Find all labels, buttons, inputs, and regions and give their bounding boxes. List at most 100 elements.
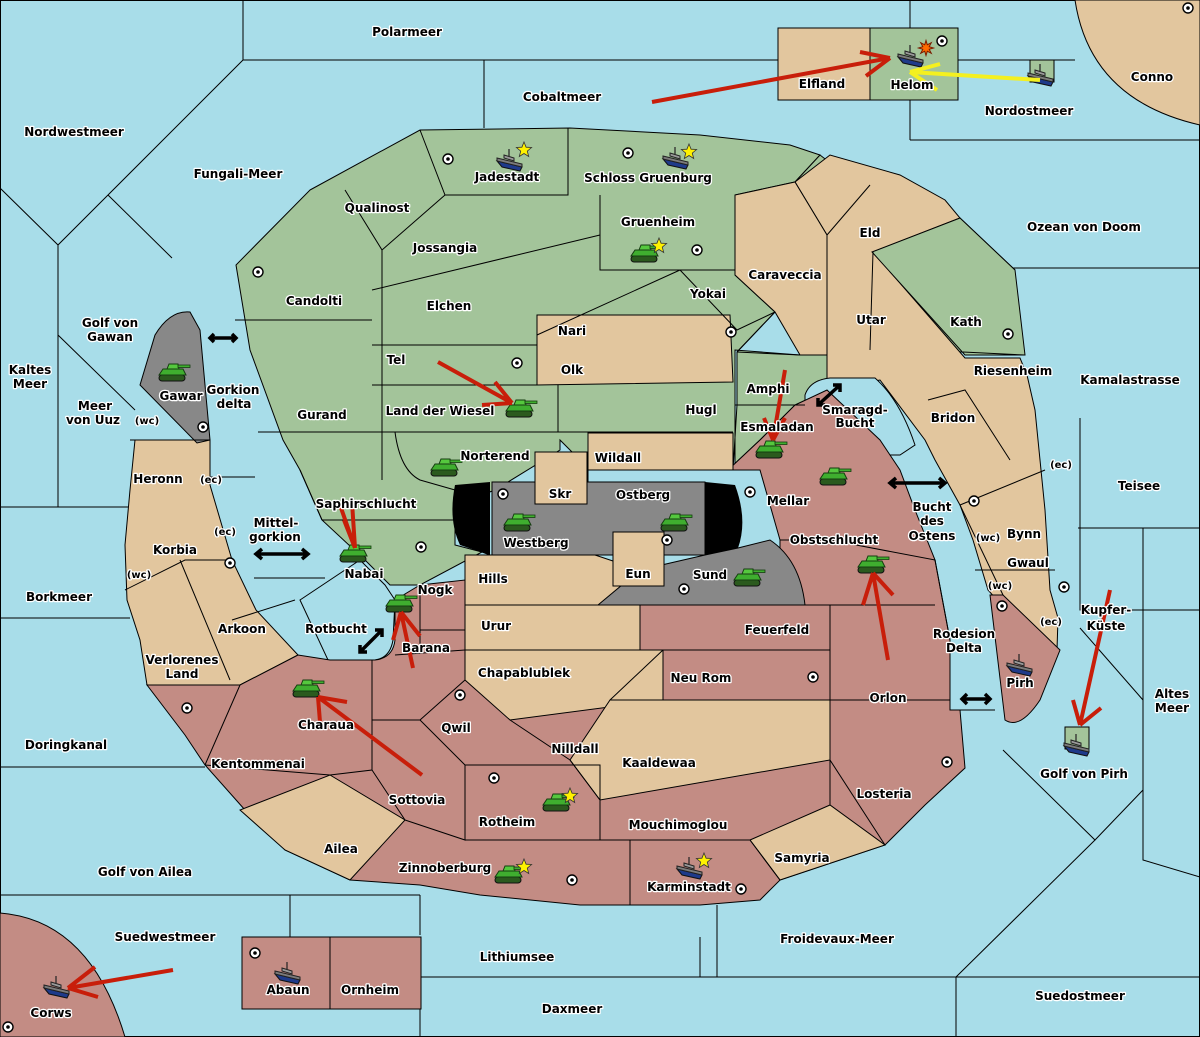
- region-label: Wildall: [595, 451, 641, 465]
- region-label: Smaragd-: [822, 403, 887, 417]
- supply-center-icon: [691, 244, 703, 256]
- tank-icon[interactable]: [755, 440, 788, 459]
- region-label: Abaun: [266, 983, 309, 997]
- region-label: Utar: [856, 313, 886, 327]
- supply-center-icon: [249, 947, 261, 959]
- region-label: Ornheim: [341, 983, 399, 997]
- tank-icon[interactable]: [385, 594, 418, 613]
- ship-icon[interactable]: [1005, 654, 1033, 677]
- supply-center-icon: [622, 147, 634, 159]
- region-label: Mellar: [767, 494, 809, 508]
- region-label: Verlorenes: [146, 653, 219, 667]
- region-label: Neu Rom: [671, 671, 732, 685]
- region-wildall[interactable]: [587, 432, 734, 471]
- region-label: Fungali-Meer: [194, 167, 283, 181]
- supply-center-icon: [744, 486, 756, 498]
- region-label: delta: [217, 397, 252, 411]
- tank-icon[interactable]: [505, 399, 538, 418]
- region-label: Sottovia: [389, 793, 446, 807]
- region-kaaldewaa[interactable]: [569, 699, 831, 801]
- ship-icon[interactable]: [495, 149, 523, 172]
- region-label: Feuerfeld: [745, 623, 810, 637]
- region-label: Lithiumsee: [480, 950, 555, 964]
- region-label: Jadestadt: [474, 170, 540, 184]
- region-label: Nari: [558, 324, 586, 338]
- region-label: Obstschlucht: [790, 533, 879, 547]
- tank-icon[interactable]: [733, 568, 766, 587]
- region-ornheim[interactable]: [329, 936, 422, 1010]
- region-label: Nogk: [418, 583, 454, 597]
- tank-icon[interactable]: [158, 363, 191, 382]
- region-label: Conno: [1131, 70, 1173, 84]
- ship-icon[interactable]: [273, 962, 301, 985]
- region-label: Meer: [78, 399, 112, 413]
- region-label: gorkion: [249, 530, 301, 544]
- region-sund[interactable]: [596, 539, 806, 606]
- region-label: Golf von Ailea: [98, 865, 192, 879]
- region-label: Gwaul: [1007, 556, 1049, 570]
- ostberg-cap: [705, 482, 743, 555]
- tank-icon[interactable]: [430, 458, 463, 477]
- supply-center-icon: [735, 883, 747, 895]
- supply-center-icon: [1182, 2, 1194, 14]
- region-label: Kamalastrasse: [1080, 373, 1180, 387]
- ship-icon[interactable]: [675, 857, 703, 880]
- ship-icon[interactable]: [1062, 734, 1090, 757]
- region-label: Caraveccia: [748, 268, 821, 282]
- region-label: Ostens: [909, 529, 956, 543]
- region-label: Urur: [481, 619, 511, 633]
- region-label: Meer: [1155, 701, 1189, 715]
- double-arrows: [207, 332, 993, 706]
- region-label: Rotheim: [479, 815, 536, 829]
- supply-center-icon: [511, 357, 523, 369]
- units: [42, 38, 1090, 999]
- region-label: Kupfer-: [1081, 603, 1131, 617]
- region-label: Eun: [625, 567, 650, 581]
- ship-icon[interactable]: [661, 147, 689, 170]
- region-label: Samyria: [774, 851, 829, 865]
- region-label: Heronn: [133, 472, 182, 486]
- region-corws[interactable]: [0, 912, 126, 1037]
- region-caraveccia[interactable]: [734, 181, 828, 356]
- region-kath[interactable]: [871, 217, 1026, 356]
- tank-icon[interactable]: [660, 513, 693, 532]
- coast-label: (ec): [200, 475, 222, 486]
- region-label: Froidevaux-Meer: [780, 932, 894, 946]
- tank-icon[interactable]: [819, 467, 852, 486]
- region-label: Mittel-: [254, 516, 299, 530]
- region-eun[interactable]: [612, 531, 665, 587]
- region-label: Esmaladan: [740, 420, 813, 434]
- region-label: Eld: [860, 226, 881, 240]
- region-label: Teisee: [1118, 479, 1160, 493]
- region-label: Golf von Pirh: [1040, 767, 1128, 781]
- region-label: Qwil: [441, 721, 471, 735]
- region-label: Hills: [478, 572, 508, 586]
- region-label: Daxmeer: [542, 1002, 603, 1016]
- ship-icon[interactable]: [42, 976, 70, 999]
- westberg-cap: [452, 482, 490, 555]
- supply-center-icon: [197, 421, 209, 433]
- supply-center-icon: [442, 153, 454, 165]
- supply-center-icon: [488, 772, 500, 784]
- coast-label: (ec): [1040, 617, 1062, 628]
- region-ailea[interactable]: [239, 774, 406, 881]
- region-label: Gawar: [159, 389, 202, 403]
- region-label: Saphirschlucht: [316, 497, 417, 511]
- region-label: Chapablublek: [478, 666, 571, 680]
- region-pirh[interactable]: [989, 594, 1061, 723]
- region-label: Ozean von Doom: [1027, 220, 1141, 234]
- build-star-icon: [561, 786, 579, 804]
- tank-icon[interactable]: [503, 513, 536, 532]
- tank-icon[interactable]: [292, 679, 325, 698]
- region-label: Bridon: [931, 411, 976, 425]
- build-star-icon: [680, 142, 698, 160]
- tank-icon[interactable]: [542, 793, 575, 812]
- region-skr[interactable]: [534, 451, 588, 505]
- region-label: Kath: [950, 315, 982, 329]
- build-star-icon: [515, 857, 533, 875]
- region-label: Amphi: [746, 382, 789, 396]
- coast-label: (wc): [988, 581, 1012, 592]
- region-conno[interactable]: [1074, 0, 1200, 126]
- region-label: Qualinost: [345, 201, 410, 215]
